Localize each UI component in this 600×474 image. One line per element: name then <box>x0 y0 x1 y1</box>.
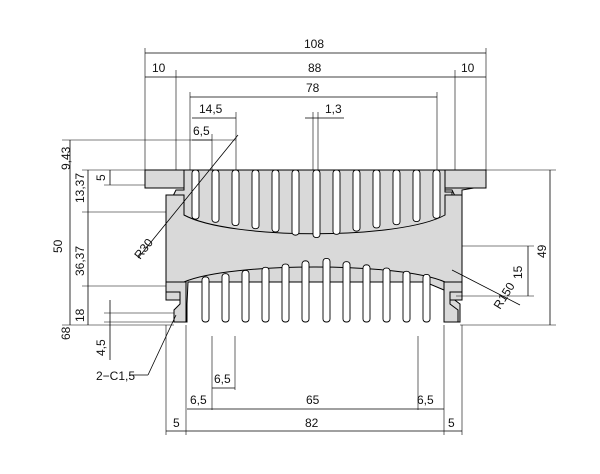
label-right-15: 15 <box>511 265 525 279</box>
label-bottom-gap: 6,5 <box>214 372 231 386</box>
foot-right <box>443 281 463 323</box>
label-radius-150: R150 <box>491 280 518 312</box>
label-upper-fin: 13,37 <box>73 173 87 203</box>
flange-right <box>444 169 487 189</box>
upper-fin <box>251 169 260 230</box>
label-overall-width: 108 <box>304 37 324 51</box>
label-flange-right: 10 <box>461 61 475 75</box>
label-flange-left: 10 <box>152 61 166 75</box>
label-fin-thickness: 1,3 <box>325 102 342 116</box>
label-pitch: 14,5 <box>199 102 223 116</box>
upper-fins <box>191 169 441 238</box>
label-bottom-82: 82 <box>305 416 319 430</box>
label-top-offset: 9,43 <box>59 146 73 170</box>
upper-fin <box>191 169 200 220</box>
label-bottom-5-left: 5 <box>173 416 180 430</box>
lower-fin <box>402 270 411 323</box>
lower-fins <box>201 258 431 323</box>
label-top-step: 5 <box>94 174 108 181</box>
upper-fin <box>412 169 421 222</box>
upper-fin <box>392 169 401 226</box>
label-inner-width: 88 <box>308 61 322 75</box>
label-fin-gap: 6,5 <box>193 124 210 138</box>
label-bottom-4-5: 4,5 <box>94 339 108 356</box>
upper-fin <box>271 169 280 233</box>
label-fin-span: 78 <box>306 81 320 95</box>
lower-fin <box>342 261 351 323</box>
upper-fin <box>291 169 300 236</box>
lower-fin <box>322 258 331 323</box>
label-right-49: 49 <box>535 244 549 258</box>
lower-fin <box>201 276 210 323</box>
label-chamfer: 2−C1,5 <box>96 369 135 383</box>
lower-fin <box>362 264 371 323</box>
lower-fin <box>382 267 391 323</box>
lower-fin <box>301 260 310 323</box>
lower-fin <box>422 274 431 323</box>
lower-fin <box>261 266 270 323</box>
label-bottom-5-right: 5 <box>448 416 455 430</box>
dimension-lines <box>62 48 556 435</box>
upper-fin <box>432 169 441 219</box>
label-bottom-right-gap: 6,5 <box>417 393 434 407</box>
label-bottom-65: 65 <box>306 393 320 407</box>
lower-fin <box>241 270 250 323</box>
label-lower-fin: 36,37 <box>73 246 87 276</box>
heatsink-core <box>165 194 463 301</box>
upper-fin <box>332 169 341 235</box>
upper-fin <box>352 169 361 232</box>
upper-fin <box>372 169 381 229</box>
label-radius-30: R30 <box>131 236 156 262</box>
upper-fin <box>211 169 220 223</box>
lower-fin <box>281 263 290 323</box>
heatsink-profile <box>144 169 487 323</box>
label-height-50: 50 <box>51 239 65 253</box>
label-bottom-18: 18 <box>73 308 87 322</box>
foot-left <box>165 281 187 323</box>
label-bottom-left-gap: 6,5 <box>190 393 207 407</box>
upper-fin <box>231 169 240 226</box>
upper-fin <box>312 169 321 238</box>
lower-fin <box>221 273 230 323</box>
flange-left <box>144 169 185 189</box>
label-total-height: 68 <box>59 326 73 340</box>
